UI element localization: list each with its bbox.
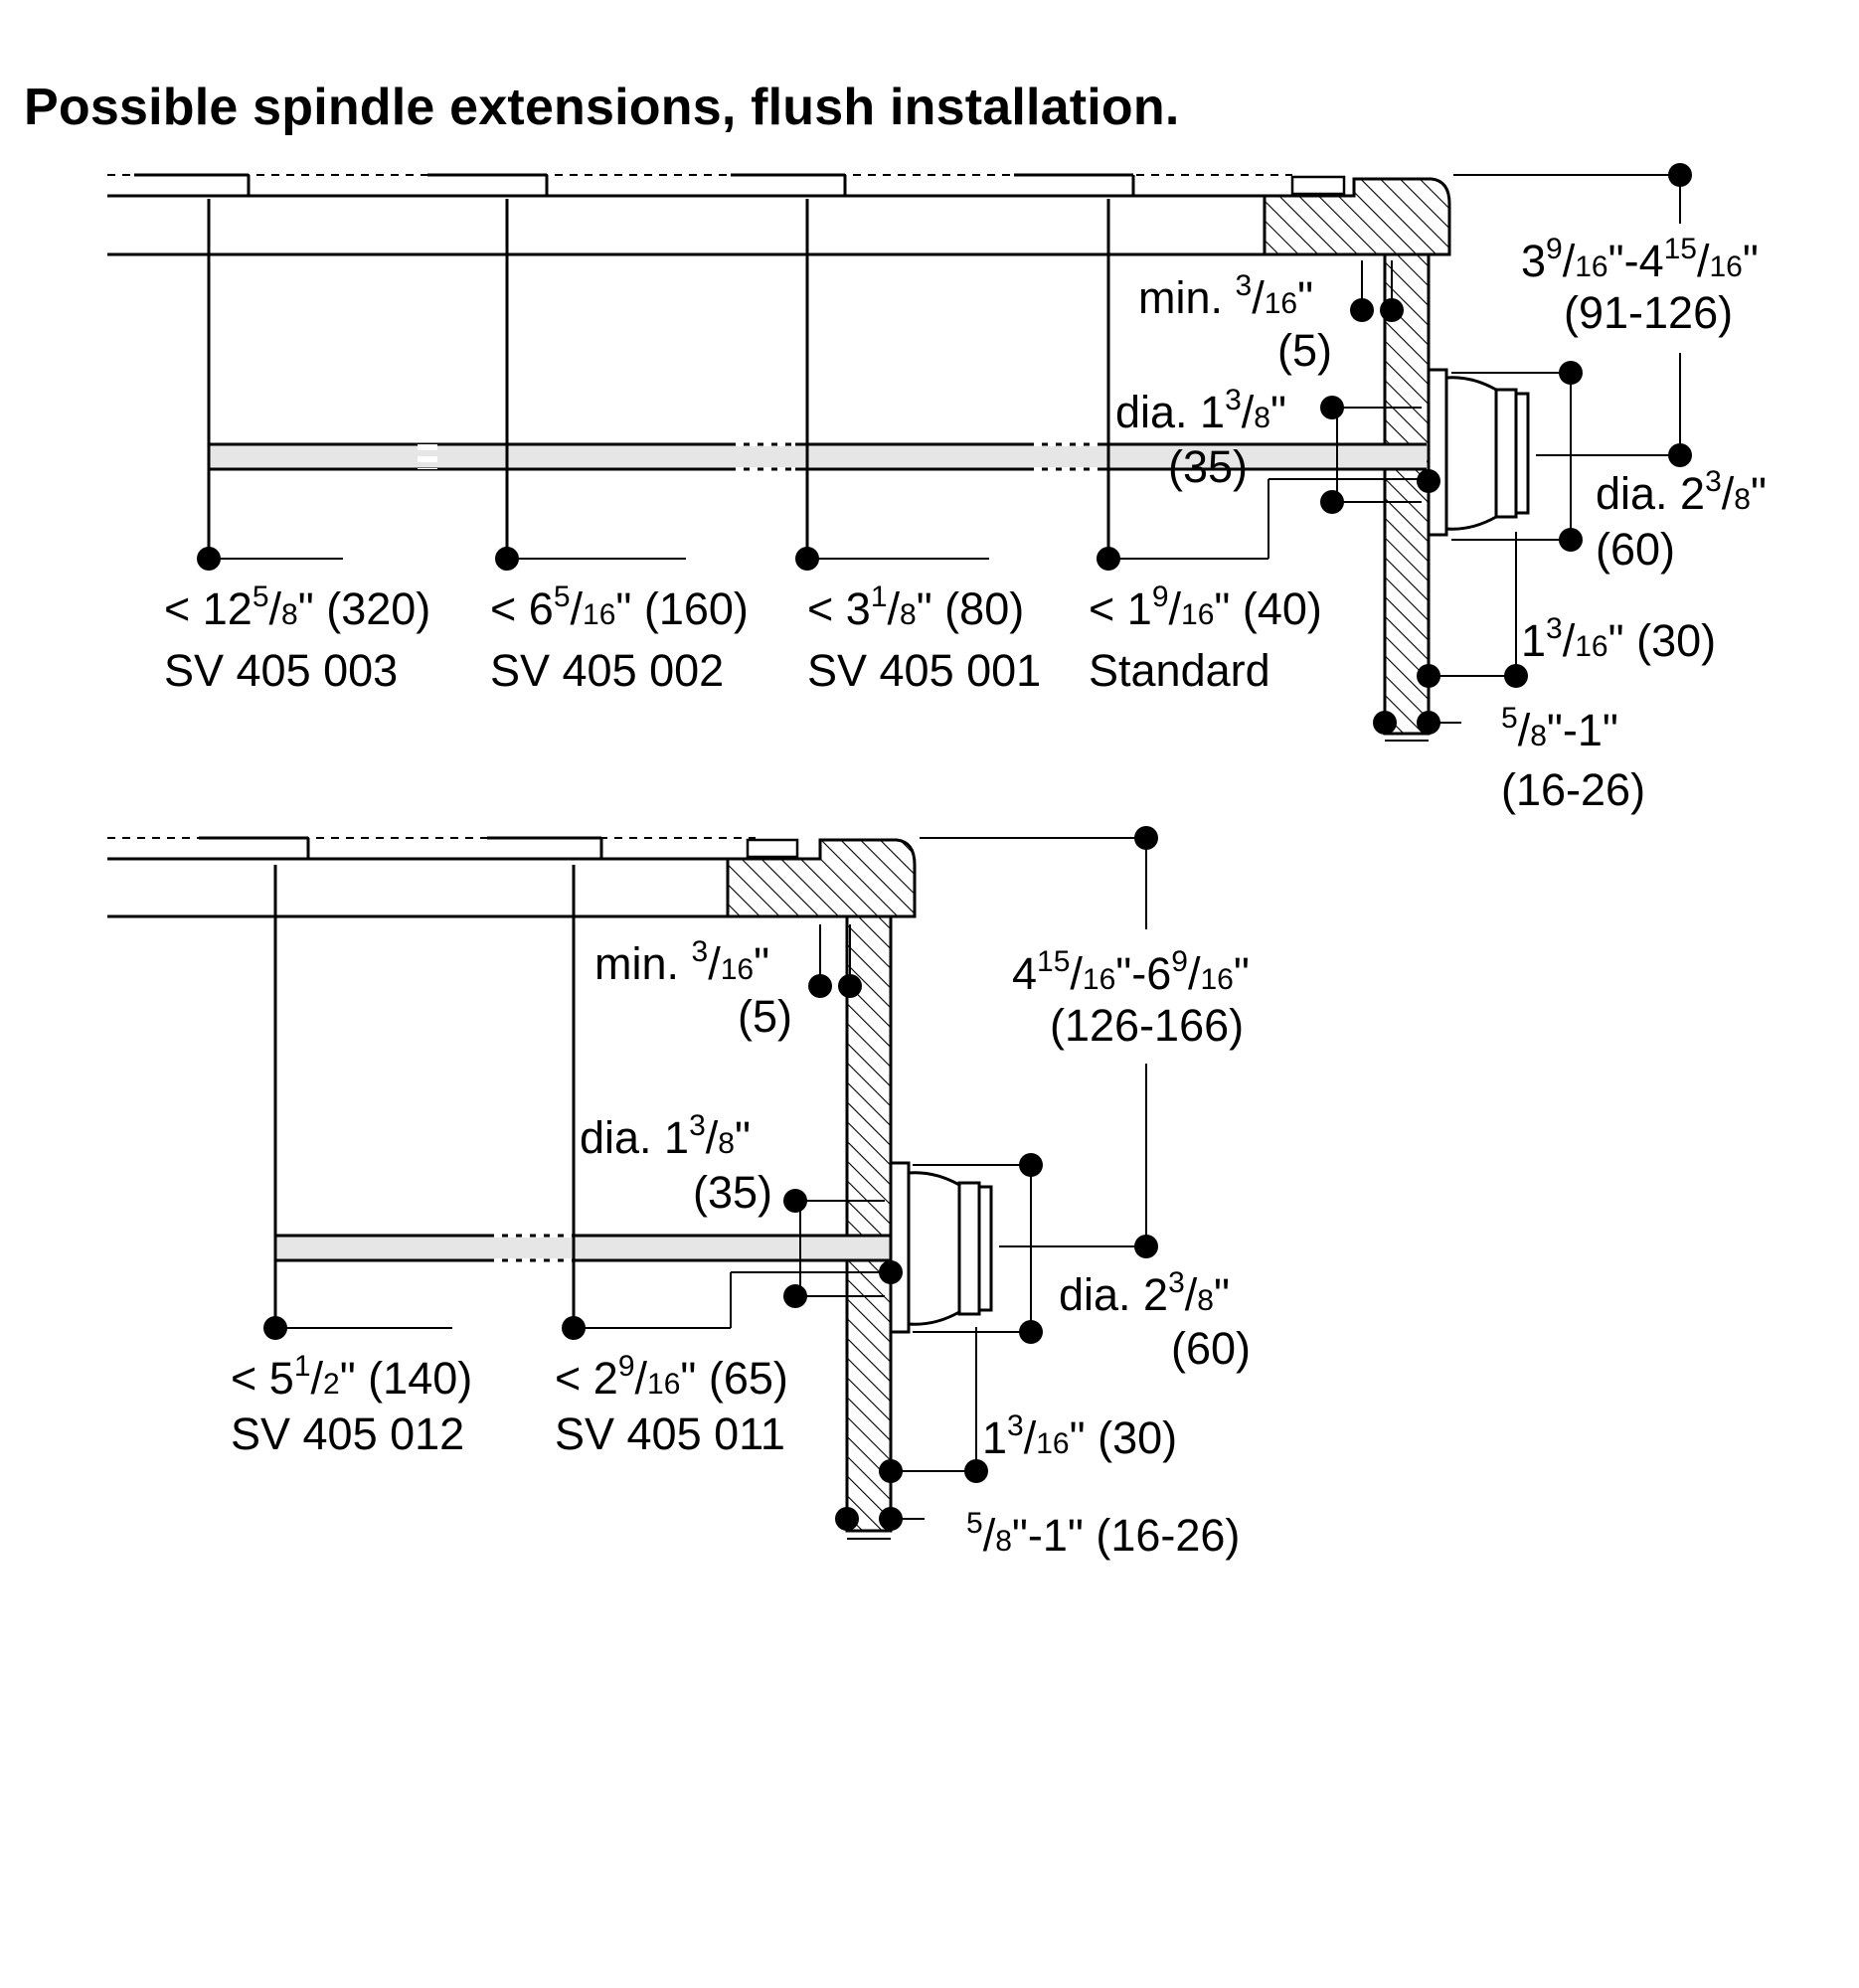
bottom-spindle [273,1234,892,1262]
top-height-label: 39/16"-415/16" [1521,233,1759,286]
bottom-dimension-dots [263,826,1158,1531]
top-diagram [107,173,1681,742]
bottom-knob-depth-label: 13/16" (30) [982,1409,1177,1463]
bottom-extension-0-length: < 51/2" (140) [231,1350,472,1404]
top-knob-dia-metric: (60) [1596,524,1675,575]
top-extension-0-length: < 125/8" (320) [164,580,430,634]
bottom-knob-dia-label: dia. 23/8" [1059,1266,1230,1320]
bottom-height-metric: (126-166) [1050,1000,1244,1051]
bottom-extension-1-length: < 29/16" (65) [555,1350,788,1404]
bottom-spindle-dia-metric: (35) [693,1167,772,1218]
bottom-front-trim [726,838,917,918]
top-panel-thickness-label: 5/8"-1" [1501,702,1618,755]
top-dimension-dots [197,163,1692,735]
bottom-min-gap-label: min. 3/16" [594,935,769,989]
page-title: Possible spindle extensions, flush insta… [24,79,1180,136]
top-front-panel [1383,252,1431,736]
bottom-labels: 415/16"-69/16" (126-166) min. 3/16" (5) … [231,935,1251,1561]
top-front-trim [1263,177,1451,256]
top-extension-1-length: < 65/16" (160) [490,580,749,634]
bottom-front-panel [845,914,893,1533]
bottom-knob [889,1161,993,1334]
top-extension-1-model: SV 405 002 [490,645,724,696]
top-min-gap-metric: (5) [1277,325,1332,376]
top-extension-0-model: SV 405 003 [164,645,398,696]
top-extension-3-length: < 19/16" (40) [1089,580,1322,634]
top-spindle-dia-metric: (35) [1168,441,1248,492]
top-extension-3-model: Standard [1089,645,1270,696]
bottom-diagram [107,836,1147,1540]
top-labels: 39/16"-415/16" (91-126) min. 3/16" (5) d… [164,233,1767,815]
top-panel-thickness-metric: (16-26) [1501,764,1645,815]
top-spindle [207,442,1427,471]
bottom-extension-1-model: SV 405 011 [555,1408,785,1459]
bottom-panel-thickness-label: 5/8"-1" (16-26) [966,1507,1240,1561]
top-min-gap-label: min. 3/16" [1138,269,1313,323]
bottom-height-label: 415/16"-69/16" [1012,945,1250,999]
bottom-countertop [107,836,799,918]
top-extension-2-model: SV 405 001 [807,645,1041,696]
top-height-metric: (91-126) [1564,287,1733,338]
top-knob-depth-label: 13/16" (30) [1521,612,1716,666]
top-countertop [107,173,1346,256]
top-spindle-dia-label: dia. 13/8" [1115,384,1286,437]
bottom-extension-0-model: SV 405 012 [231,1408,464,1459]
bottom-min-gap-metric: (5) [738,991,792,1042]
top-knob [1427,368,1530,537]
bottom-spindle-dia-label: dia. 13/8" [580,1109,751,1163]
top-extension-2-length: < 31/8" (80) [807,580,1024,634]
top-knob-dia-label: dia. 23/8" [1596,465,1767,519]
bottom-knob-dia-metric: (60) [1171,1323,1251,1374]
